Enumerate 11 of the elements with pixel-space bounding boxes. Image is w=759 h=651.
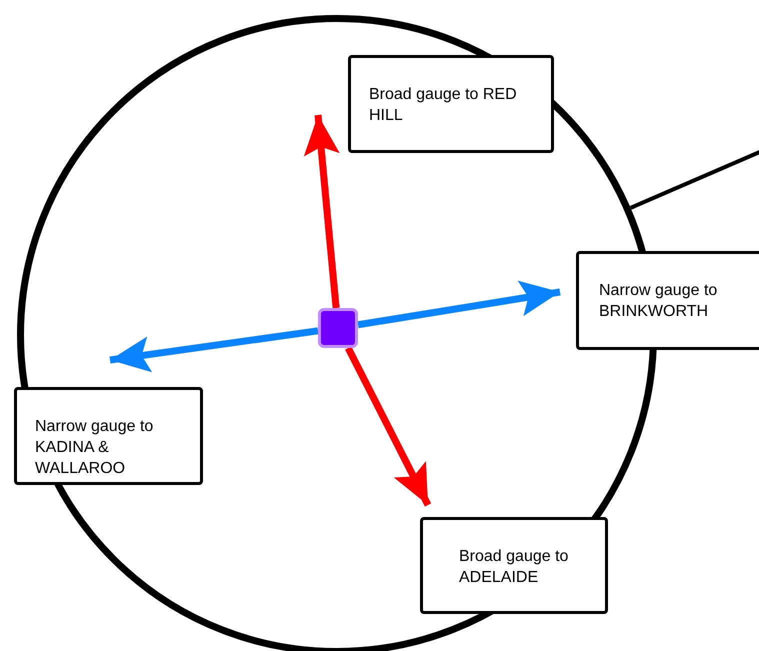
junction-square — [318, 308, 358, 348]
connector-line — [630, 149, 759, 210]
arrow — [345, 346, 432, 507]
destination-label: Broad gauge to RED HILL — [369, 85, 518, 126]
label-box — [576, 251, 759, 350]
arrow — [304, 114, 340, 308]
arrow — [357, 280, 561, 328]
destination-label: Narrow gauge to BRINKWORTH — [599, 281, 718, 322]
arrow — [110, 327, 318, 372]
destination-label: Narrow gauge to KADINA & WALLAROO — [35, 417, 154, 479]
destination-label: Broad gauge to ADELAIDE — [459, 547, 570, 588]
